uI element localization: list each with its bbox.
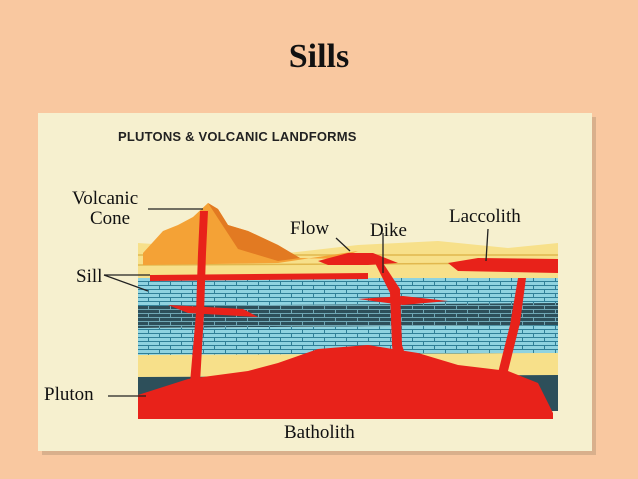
dike-label: Dike (370, 220, 407, 241)
flow-leader (335, 237, 351, 252)
slide-title: Sills (288, 38, 350, 75)
laccolith (448, 258, 558, 273)
batholith-label: Batholith (284, 422, 355, 443)
volcanic-label-line2: Cone (90, 208, 131, 229)
diagram-title: PLUTONS & VOLCANIC LANDFORMS (118, 129, 357, 144)
limestone-layer-2 (138, 325, 558, 355)
dike (373, 259, 408, 363)
pluton-label: Pluton (44, 384, 94, 405)
limestone-layer-1 (138, 278, 558, 306)
laccolith-label: Laccolith (449, 206, 521, 227)
flow-label: Flow (290, 218, 330, 239)
laccolith-leader (485, 228, 489, 262)
volcanic-conduit (190, 211, 208, 383)
lower-sill (168, 305, 258, 317)
dike-branch-right (498, 278, 526, 373)
sill-leader-lower (103, 274, 149, 292)
cross-section-svg (103, 203, 559, 419)
cone-dark-side (208, 203, 300, 261)
dike-sill-branch (358, 296, 448, 305)
diagram-figure: PLUTONS & VOLCANIC LANDFORMS Volcanic Co… (38, 113, 592, 451)
volcanic-cone-label: Volcanic Cone (72, 189, 138, 229)
sill-label: Sill (76, 266, 103, 287)
batholith (138, 345, 553, 419)
volcanic-label-line1: Volcanic (72, 188, 139, 209)
